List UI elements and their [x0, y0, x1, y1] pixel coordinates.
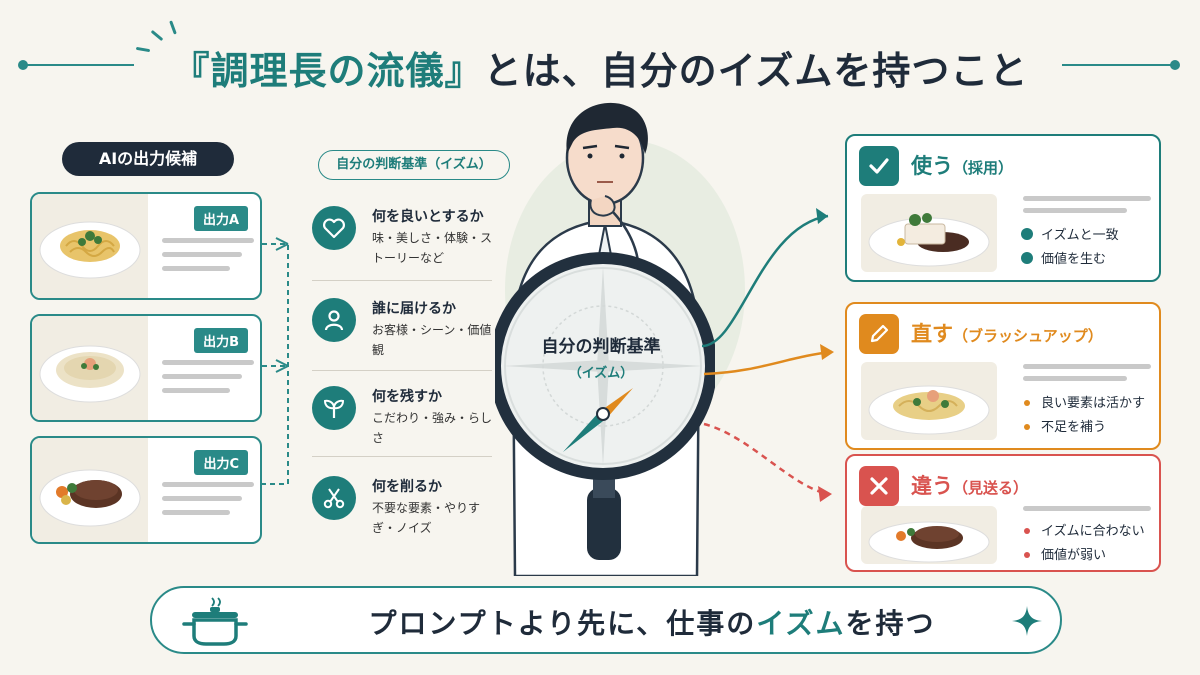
text-placeholder-bar	[1023, 376, 1127, 381]
criteria-title: 何を残すか	[372, 389, 442, 405]
text-placeholder-bar	[162, 252, 242, 257]
spark-mark	[135, 46, 151, 53]
criteria-label: 自分の判断基準（イズム）	[318, 150, 510, 180]
result-point: 価値を生む	[1021, 248, 1106, 267]
candidates-connector	[262, 237, 289, 485]
lens-label-sub: （イズム）	[568, 366, 634, 381]
criteria-desc: 味・美しさ・体験・ストーリーなど	[372, 231, 493, 265]
pasta-dish-image	[32, 194, 148, 298]
fish-dish-image	[861, 194, 997, 272]
steak-dish-image	[32, 438, 148, 542]
criteria-divider	[312, 456, 492, 457]
text-placeholder-bar	[1023, 208, 1127, 213]
sprout-icon	[312, 386, 356, 430]
text-placeholder-bar	[162, 238, 254, 243]
pencil-icon	[859, 314, 899, 354]
text-placeholder-bar	[1023, 506, 1151, 511]
bottom-banner: プロンプトより先に、仕事のイズムを持つ	[150, 586, 1062, 654]
check-circle-icon	[1021, 252, 1033, 264]
result-title: 使う（採用）	[911, 150, 1013, 180]
person-icon	[312, 298, 356, 342]
text-placeholder-bar	[1023, 364, 1151, 369]
candidate-card-b[interactable]: 出力B	[30, 314, 262, 422]
banner-accent: イズム	[756, 607, 846, 640]
steak-dish-image	[861, 506, 997, 564]
result-point: 不足を補う	[1021, 416, 1106, 435]
result-title-main: 使う	[911, 154, 953, 178]
text-placeholder-bar	[162, 496, 242, 501]
title-row: 『調理長の流儀』とは、自分のイズムを持つこと	[0, 20, 1200, 96]
result-card-reject[interactable]: 違う（見送る） イズムに合わない 価値が弱い	[845, 454, 1161, 572]
soup-dish-image	[32, 316, 148, 420]
text-placeholder-bar	[162, 510, 230, 515]
text-placeholder-bar	[162, 266, 230, 271]
title-suffix: とは、自分のイズムを持つこと	[483, 49, 1029, 93]
result-title-main: 直す	[911, 322, 953, 346]
sparkle-icon	[1012, 606, 1042, 636]
candidate-badge: 出力B	[194, 328, 248, 353]
text-placeholder-bar	[1023, 196, 1151, 201]
result-arrows	[701, 208, 834, 502]
banner-prefix: プロンプトより先に、仕事の	[368, 607, 757, 640]
candidate-badge: 出力C	[194, 450, 248, 475]
result-title: 直す（ブラッシュアップ）	[911, 318, 1103, 348]
result-title-sub: （見送る）	[953, 479, 1029, 497]
title-prefix: 『調理長の流儀』	[171, 49, 484, 93]
banner-text: プロンプトより先に、仕事のイズムを持つ	[302, 602, 1002, 642]
bullet-icon	[1024, 423, 1030, 430]
criteria-divider	[312, 370, 492, 371]
result-point: 価値が弱い	[1021, 544, 1106, 563]
result-card-use[interactable]: 使う（採用） イズムと一致 価値を生む	[845, 134, 1161, 282]
criteria-title: 誰に届けるか	[372, 301, 456, 317]
bullet-icon	[1024, 527, 1030, 534]
heart-icon	[312, 206, 356, 250]
chef-illustration	[495, 102, 715, 576]
spark-mark	[169, 20, 177, 35]
criteria-divider	[312, 280, 492, 281]
criteria-desc: こだわり・強み・らしさ	[372, 411, 493, 445]
criteria-item-keep: 何を残すか こだわり・強み・らしさ	[312, 380, 494, 468]
criteria-desc: お客様・シーン・価値観	[372, 323, 492, 357]
criteria-title: 何を良いとするか	[372, 209, 484, 225]
lens-label-title: 自分の判断基準	[541, 337, 661, 357]
candidate-card-c[interactable]: 出力C	[30, 436, 262, 544]
candidates-label: AIの出力候補	[62, 142, 234, 176]
result-title: 違う（見送る）	[911, 470, 1028, 500]
check-icon	[859, 146, 899, 186]
result-point: イズムと一致	[1021, 224, 1119, 243]
scissors-icon	[312, 476, 356, 520]
candidate-badge: 出力A	[193, 206, 248, 231]
result-title-sub: （採用）	[953, 159, 1014, 177]
title-dot-right	[1170, 60, 1180, 70]
result-title-main: 違う	[911, 474, 953, 498]
page-title: 『調理長の流儀』とは、自分のイズムを持つこと	[150, 40, 1050, 95]
title-line-right	[1062, 64, 1176, 66]
candidate-card-a[interactable]: 出力A	[30, 192, 262, 300]
cooking-pot-icon	[182, 597, 248, 646]
criteria-title: 何を削るか	[372, 479, 442, 495]
pasta-dish-image	[861, 362, 997, 440]
result-point: 良い要素は活かす	[1021, 392, 1145, 411]
title-line-left	[22, 64, 134, 66]
x-icon	[859, 466, 899, 506]
criteria-item-good: 何を良いとするか 味・美しさ・体験・ストーリーなど	[312, 200, 494, 288]
check-circle-icon	[1021, 228, 1033, 240]
criteria-item-cut: 何を削るか 不要な要素・やりすぎ・ノイズ	[312, 470, 494, 558]
text-placeholder-bar	[162, 360, 254, 365]
result-title-sub: （ブラッシュアップ）	[953, 327, 1103, 345]
result-card-revise[interactable]: 直す（ブラッシュアップ） 良い要素は活かす 不足を補う	[845, 302, 1161, 450]
bullet-icon	[1024, 399, 1030, 406]
bullet-icon	[1024, 551, 1030, 558]
text-placeholder-bar	[162, 482, 254, 487]
text-placeholder-bar	[162, 374, 242, 379]
criteria-item-audience: 誰に届けるか お客様・シーン・価値観	[312, 292, 494, 380]
result-point: イズムに合わない	[1021, 520, 1145, 539]
text-placeholder-bar	[162, 388, 230, 393]
criteria-desc: 不要な要素・やりすぎ・ノイズ	[372, 501, 481, 535]
banner-suffix: を持つ	[845, 607, 936, 640]
